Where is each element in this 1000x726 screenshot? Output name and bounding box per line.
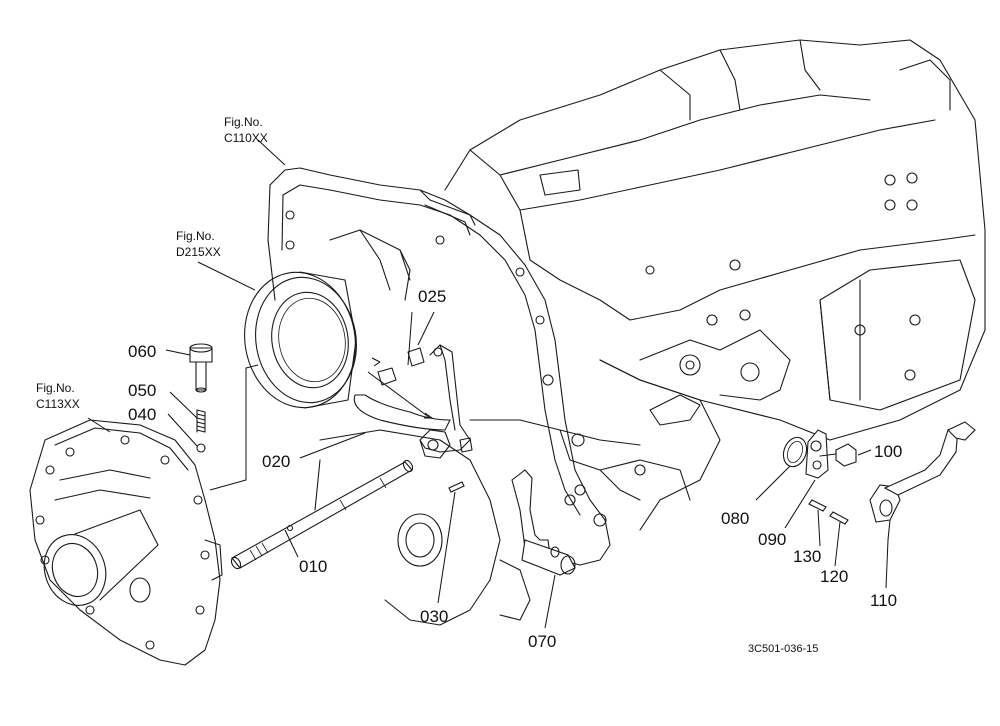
callout-010: 010 — [299, 557, 327, 576]
figure-ref-d215: Fig.No. D215XX — [176, 229, 221, 259]
pin-120 — [829, 511, 849, 525]
callout-050: 050 — [128, 381, 156, 400]
side-cover-housing — [29, 419, 223, 666]
detent-bolt — [189, 343, 213, 393]
callout-130: 130 — [793, 547, 821, 566]
callout-040: 040 — [128, 405, 156, 424]
detent-spring — [196, 409, 206, 433]
ring-gear-hub — [244, 271, 357, 409]
shift-rod — [230, 459, 414, 570]
callout-030: 030 — [420, 607, 448, 626]
callout-090: 090 — [758, 530, 786, 549]
pin-130 — [808, 499, 827, 512]
front-housing-frame — [267, 167, 691, 626]
figure-ref-c113-line1: Fig.No. — [36, 381, 75, 395]
transmission-case — [444, 39, 986, 531]
shift-lever-shaft — [511, 469, 576, 576]
figure-ref-c110-line2: C110XX — [224, 131, 268, 145]
detent-ball — [196, 443, 206, 453]
drawing-code: 3C501-036-15 — [748, 643, 818, 655]
callout-020: 020 — [262, 452, 290, 471]
shift-fork — [353, 344, 473, 459]
stopper-plate — [805, 429, 829, 479]
leader-lines — [87, 139, 889, 629]
hex-bolt — [819, 443, 857, 467]
callout-070: 070 — [528, 632, 556, 651]
callout-025: 025 — [418, 287, 446, 306]
callout-120: 120 — [820, 567, 848, 586]
figure-ref-c110: Fig.No. C110XX — [224, 115, 268, 145]
callout-080: 080 — [721, 509, 749, 528]
figure-ref-d215-line1: Fig.No. — [176, 229, 215, 243]
o-ring — [782, 436, 808, 468]
figure-ref-c113-line2: C113XX — [36, 397, 80, 411]
callout-060: 060 — [128, 342, 156, 361]
figure-ref-d215-line2: D215XX — [176, 245, 221, 259]
spring-pin — [448, 481, 465, 493]
callout-100: 100 — [874, 442, 902, 461]
shift-arm — [869, 421, 976, 541]
callout-110: 110 — [870, 591, 897, 610]
figure-ref-c113: Fig.No. C113XX — [36, 381, 80, 411]
figure-ref-c110-line1: Fig.No. — [224, 115, 263, 129]
